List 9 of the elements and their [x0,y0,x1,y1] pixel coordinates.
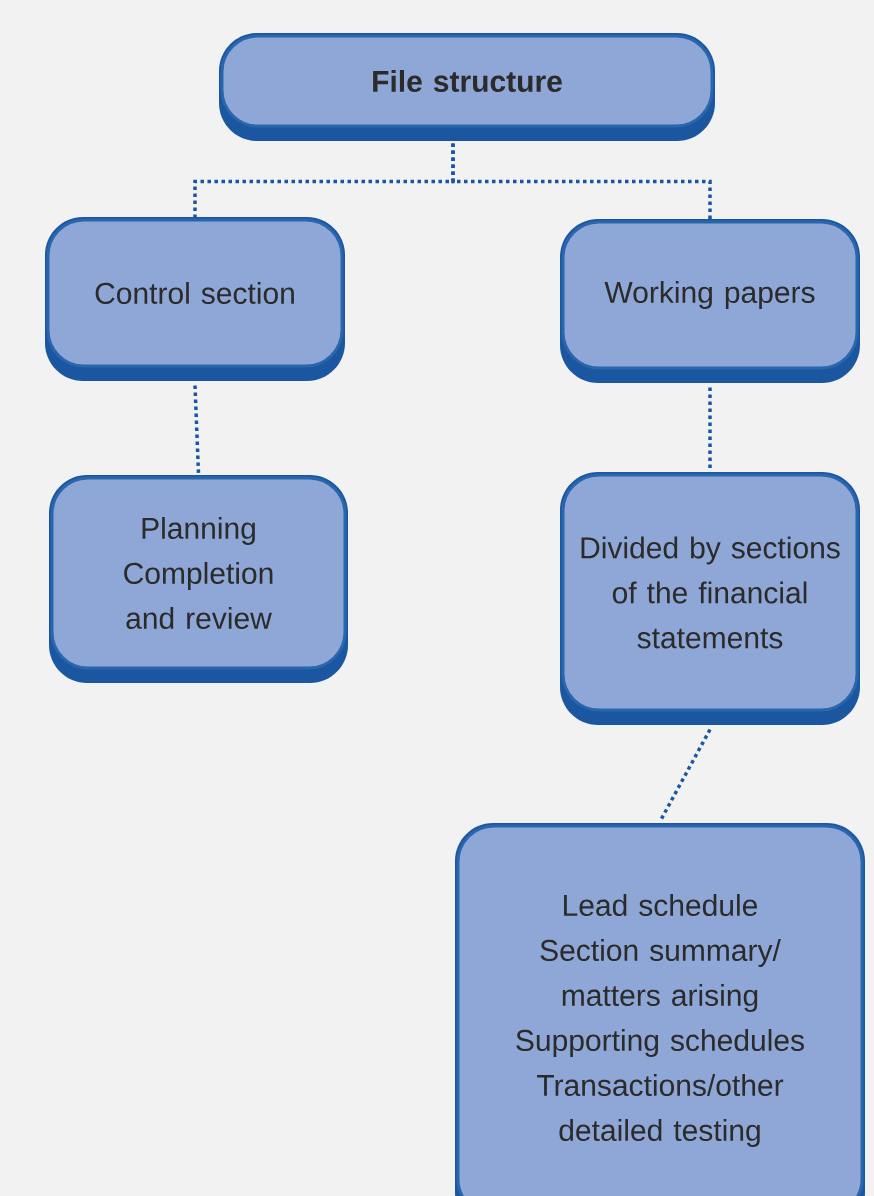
dotted-connector [708,387,712,471]
rounded-box: Planning Completion and review [49,475,348,683]
dotted-connector [451,143,712,221]
rounded-box: Control section [45,217,345,381]
dotted-connector [193,385,201,474]
rounded-box: Lead schedule Section summary/ matters arising Supporting schedules Transactions/other detailed testing [455,823,865,1196]
rounded-box: File structure [219,33,715,141]
rounded-box: Divided by sections of the financial statements [560,472,860,725]
rounded-box: Working papers [560,219,860,383]
